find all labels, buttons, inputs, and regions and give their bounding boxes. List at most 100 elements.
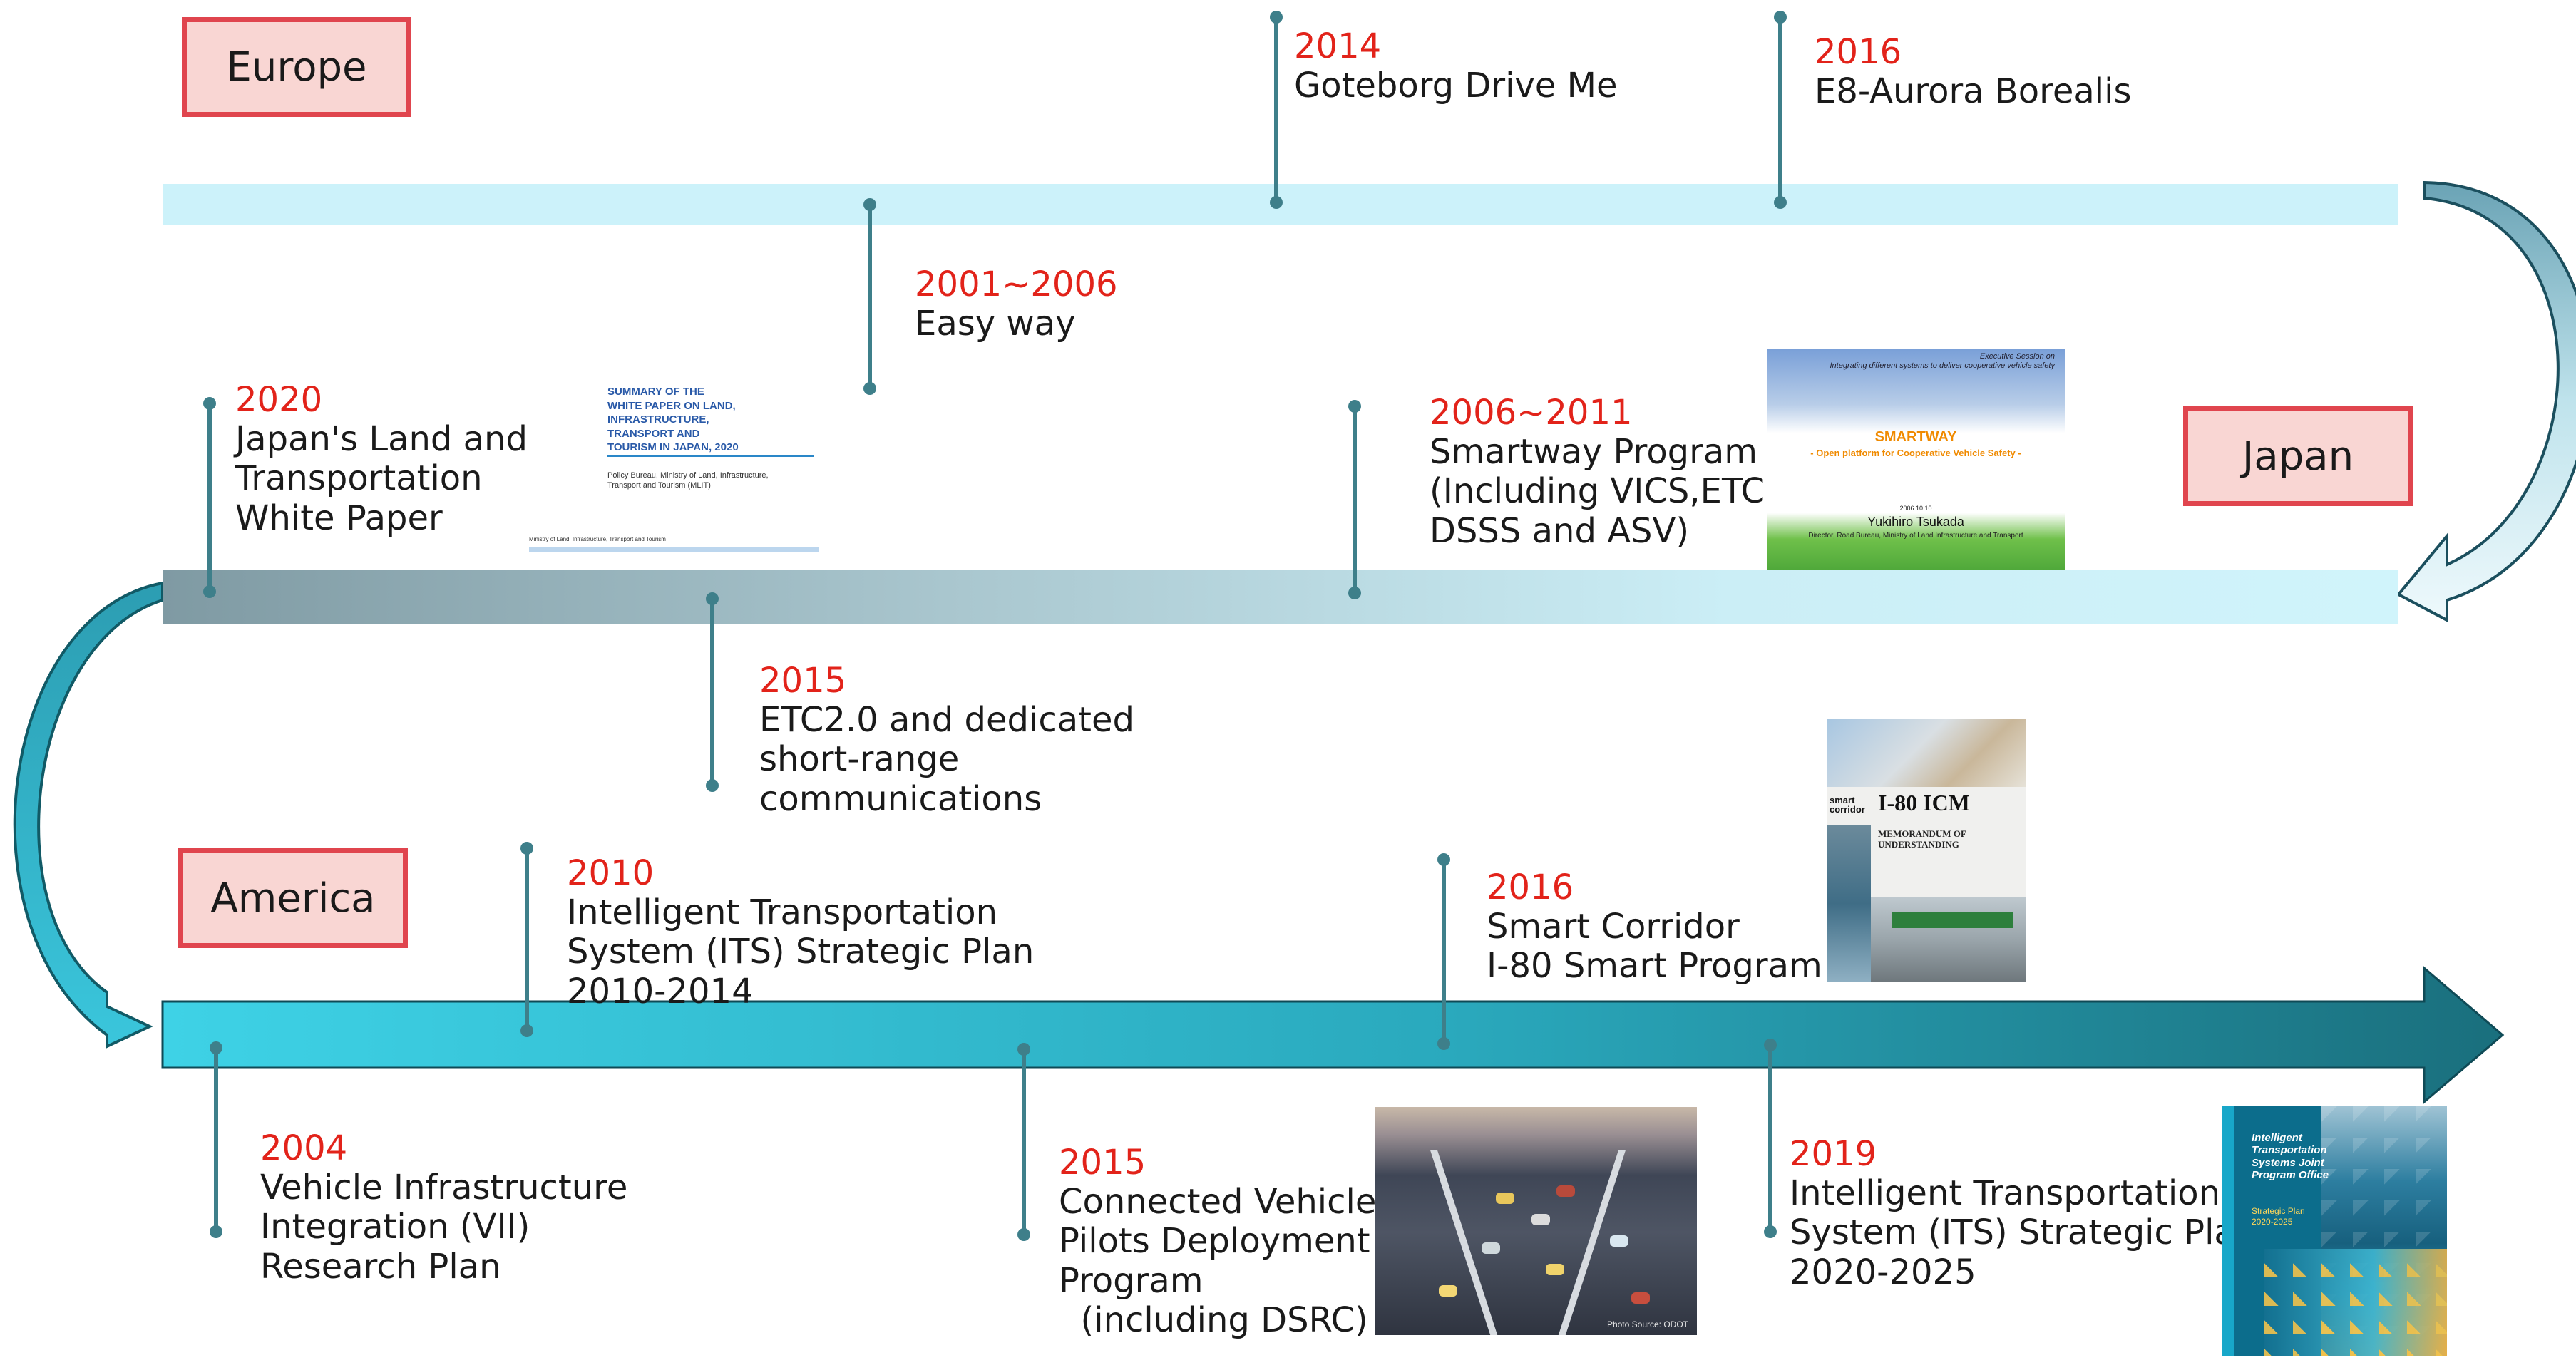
dot-japan-2006-top (1348, 400, 1361, 413)
region-america-label: America (210, 875, 376, 922)
event-america-2016: 2016 Smart Corridor I-80 Smart Program (1487, 867, 1822, 987)
i80-icm-title: I-80 ICM (1878, 790, 1970, 815)
america-timeline-arrow (161, 965, 2505, 1105)
event-america-2019: 2019 Intelligent Transportation System (… (1790, 1134, 2257, 1292)
dot-america-2010-top (520, 842, 533, 855)
dot-america-2010-bottom (520, 1024, 533, 1037)
i80-highway-sign (1892, 912, 2013, 928)
event-year: 2015 (1059, 1143, 1146, 1183)
cv-photo-source: Photo Source: ODOT (1606, 1319, 1688, 1329)
i80-icm-thumbnail: smart corridor I-80 ICM MEMORANDUM OF UN… (1827, 719, 2026, 982)
dot-america-2004-top (210, 1041, 222, 1054)
event-year: 2014 (1294, 26, 1382, 66)
dot-europe-2016-top (1774, 11, 1787, 24)
event-europe-2014: 2014 Goteborg Drive Me (1294, 26, 1618, 106)
europe-to-japan-arrow (2396, 180, 2576, 623)
dot-america-2015-bottom (1017, 1228, 1030, 1241)
event-year: 2020 (235, 380, 323, 420)
dot-america-2004-bottom (210, 1225, 222, 1238)
event-year: 2001~2006 (915, 264, 1118, 304)
event-japan-2015: 2015 ETC2.0 and dedicated short-range co… (759, 661, 1134, 819)
smartway-presenter: Yukihiro Tsukada (1867, 515, 1964, 529)
dot-america-2019-bottom (1764, 1225, 1777, 1238)
cv-car (1631, 1292, 1650, 1304)
stem-america-2004 (214, 1048, 218, 1232)
event-title: Smart Corridor I-80 Smart Program (1487, 907, 1822, 987)
event-title: E8-Aurora Borealis (1815, 71, 2132, 112)
dot-america-2016-top (1437, 853, 1450, 866)
dot-japan-2015-top (706, 592, 719, 605)
white-paper-footer: Ministry of Land, Infrastructure, Transp… (529, 536, 666, 542)
event-europe-2001: 2001~2006 Easy way (915, 264, 1118, 344)
its-cover-title: Intelligent Transportation Systems Joint… (2252, 1132, 2329, 1181)
stem-america-2016 (1442, 860, 1446, 1044)
smartway-role: Director, Road Bureau, Ministry of Land … (1808, 532, 2023, 540)
stem-japan-2006 (1353, 406, 1357, 593)
event-year: 2015 (759, 661, 847, 701)
event-title: ETC2.0 and dedicated short-range communi… (759, 700, 1134, 819)
its-cover-tiles (2264, 1249, 2447, 1356)
smartway-session: Executive Session on Integrating differe… (1830, 352, 2056, 371)
stem-japan-2015 (710, 599, 714, 786)
japan-timeline-band (163, 570, 2398, 624)
dot-japan-2006-bottom (1348, 587, 1361, 599)
smartway-thumbnail: Executive Session on Integrating differe… (1767, 349, 2065, 570)
white-paper-rule (607, 455, 814, 457)
cv-car (1556, 1185, 1575, 1197)
event-america-2015: 2015 Connected Vehicle Pilots Deployment… (1059, 1143, 1376, 1340)
region-america: America (178, 848, 408, 948)
dot-japan-2020-bottom (203, 585, 216, 598)
its-cover-edge (2222, 1106, 2234, 1356)
event-europe-2016: 2016 E8-Aurora Borealis (1815, 32, 2132, 112)
event-title: Vehicle Infrastructure Integration (VII)… (260, 1168, 628, 1287)
stem-america-2010 (525, 848, 529, 1031)
stem-europe-2014 (1274, 17, 1278, 202)
event-america-2004: 2004 Vehicle Infrastructure Integration … (260, 1128, 628, 1287)
region-europe-label: Europe (226, 43, 367, 91)
region-europe: Europe (182, 17, 411, 117)
event-year: 2016 (1815, 32, 1902, 72)
cv-car (1610, 1235, 1628, 1247)
dot-america-2016-bottom (1437, 1037, 1450, 1050)
event-japan-2006: 2006~2011 Smartway Program (Including VI… (1430, 393, 1775, 551)
cv-car (1496, 1193, 1514, 1204)
smart-corridor-logo: smart corridor (1830, 795, 1865, 815)
cv-car (1531, 1214, 1550, 1225)
event-title: Intelligent Transportation System (ITS) … (567, 892, 1035, 1011)
smartway-date: 2006.10.10 (1899, 505, 1932, 512)
event-title: Japan's Land and Transportation White Pa… (235, 419, 528, 538)
dot-japan-2015-bottom (706, 779, 719, 792)
its-cover-plan: Strategic Plan 2020-2025 (2252, 1206, 2305, 1227)
event-title: Intelligent Transportation System (ITS) … (1790, 1173, 2257, 1292)
cv-car (1439, 1285, 1457, 1297)
white-paper-footer-bar (529, 547, 819, 552)
white-paper-subtitle: Policy Bureau, Ministry of Land, Infrast… (607, 471, 769, 490)
smartway-title: SMARTWAY (1874, 429, 1957, 445)
event-year: 2004 (260, 1128, 348, 1168)
cv-car (1482, 1242, 1500, 1254)
dot-japan-2020-top (203, 397, 216, 410)
stem-america-2019 (1768, 1045, 1772, 1232)
stem-japan-2020 (207, 403, 212, 592)
connected-vehicle-photo: Photo Source: ODOT (1375, 1107, 1697, 1335)
stem-europe-2001 (868, 205, 872, 388)
dot-europe-2014-bottom (1270, 196, 1283, 209)
smartway-subtitle: - Open platform for Cooperative Vehicle … (1810, 448, 2021, 458)
white-paper-heading: SUMMARY OF THE WHITE PAPER ON LAND, INFR… (607, 386, 739, 453)
dot-america-2015-top (1017, 1043, 1030, 1056)
white-paper-thumbnail: SUMMARY OF THE WHITE PAPER ON LAND, INFR… (529, 378, 819, 553)
event-year: 2010 (567, 853, 655, 893)
i80-road-photo (1871, 897, 2026, 982)
i80-aerial-photo (1827, 719, 2026, 787)
stem-europe-2016 (1778, 17, 1782, 202)
event-title: Connected Vehicle Pilots Deployment Prog… (1059, 1182, 1377, 1340)
event-year: 2019 (1790, 1134, 1877, 1174)
event-title: Smartway Program (Including VICS,ETC, DS… (1430, 432, 1776, 551)
cv-car (1546, 1264, 1564, 1275)
event-title: Goteborg Drive Me (1294, 66, 1618, 106)
dot-europe-2001-bottom (863, 382, 876, 395)
i80-mou-text: MEMORANDUM OF UNDERSTANDING (1878, 828, 1966, 850)
japan-to-america-arrow (13, 581, 164, 1049)
